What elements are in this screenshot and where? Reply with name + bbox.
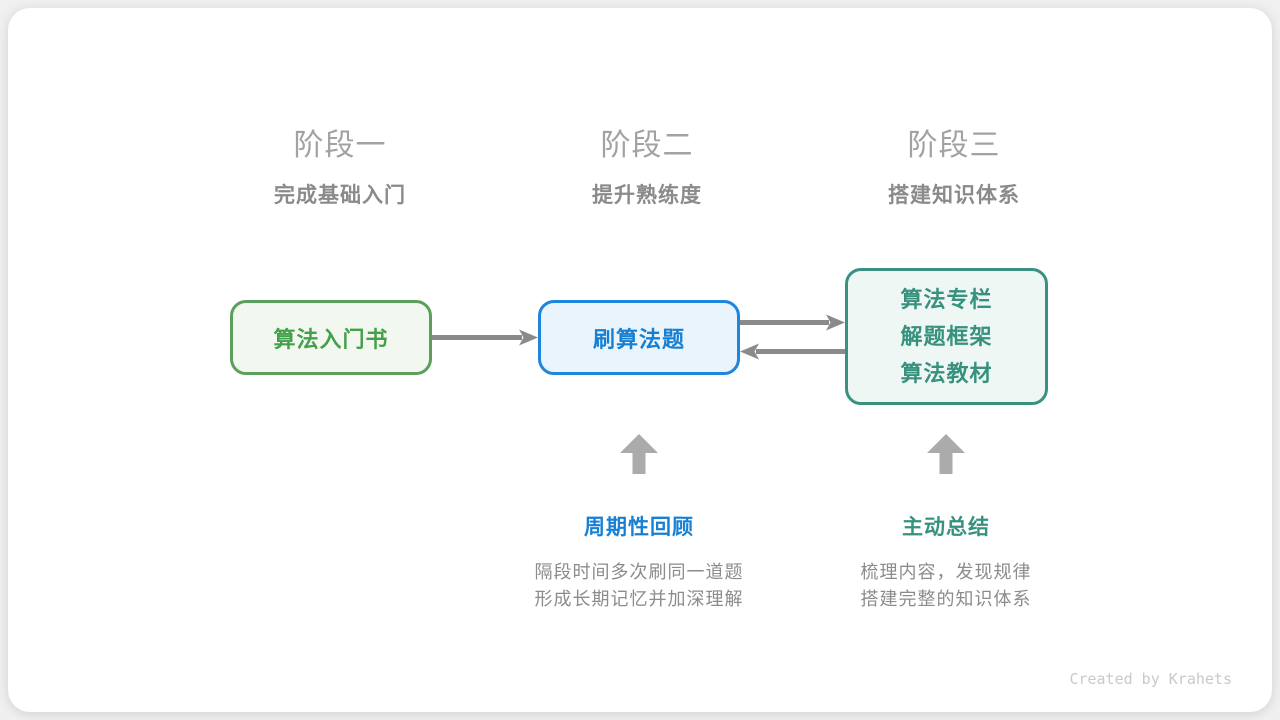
node-label: 算法教材 [900,361,993,386]
stage-3-header: 阶段三 搭建知识体系 [794,128,1114,209]
node-knowledge-resources: 算法专栏 解题框架 算法教材 [845,268,1048,405]
arrow-right-icon [740,314,845,331]
arrow-up-icon [927,434,965,474]
stage-1-title: 阶段一 [293,129,387,162]
node-practice-problems: 刷算法题 [538,300,740,375]
description-line: 隔段时间多次刷同一道题 [534,562,744,582]
node-label: 解题框架 [900,324,993,349]
description-active-summary: 梳理内容，发现规律 搭建完整的知识体系 [766,559,1126,613]
stage-2-header: 阶段二 提升熟练度 [487,128,807,209]
node-label: 算法专栏 [900,287,993,312]
diagram-card: 阶段一 完成基础入门 阶段二 提升熟练度 阶段三 搭建知识体系 算法入门书 刷算… [8,8,1272,712]
stage-2-subtitle: 提升熟练度 [592,184,702,207]
stage-1-header: 阶段一 完成基础入门 [180,128,500,209]
label-periodic-review: 周期性回顾 [584,516,694,539]
watermark-credit: Created by Krahets [1069,670,1232,688]
arrow-up-icon [620,434,658,474]
description-line: 形成长期记忆并加深理解 [534,589,744,609]
stage-1-subtitle: 完成基础入门 [274,184,406,207]
node-label: 算法入门书 [273,326,389,352]
stage-3-title: 阶段三 [907,129,1001,162]
stage-3-subtitle: 搭建知识体系 [888,184,1020,207]
description-line: 搭建完整的知识体系 [860,589,1032,609]
node-label: 刷算法题 [592,326,685,352]
label-active-summary: 主动总结 [902,516,990,539]
description-periodic-review: 隔段时间多次刷同一道题 形成长期记忆并加深理解 [459,559,819,613]
node-algorithm-intro-book: 算法入门书 [230,300,432,375]
arrow-right-icon [432,329,538,346]
arrow-left-icon [740,343,845,360]
stage-2-title: 阶段二 [600,129,694,162]
description-line: 梳理内容，发现规律 [860,562,1032,582]
